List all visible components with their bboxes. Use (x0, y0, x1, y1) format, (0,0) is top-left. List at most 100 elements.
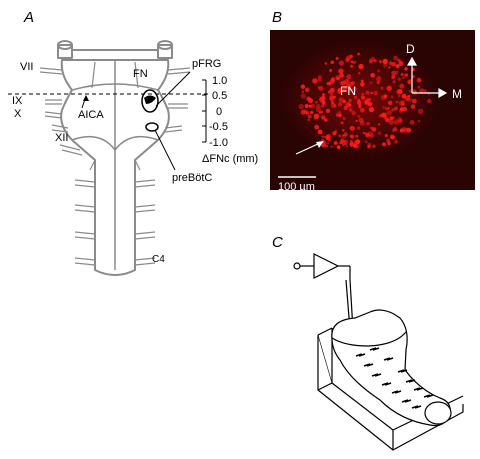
fluorescent-cell (335, 112, 340, 117)
fluorescent-cell (340, 121, 344, 125)
label-aica: AICA (78, 109, 104, 121)
fluorescent-cell (336, 114, 339, 117)
fluorescent-cell (404, 73, 409, 77)
fluorescent-cell (377, 69, 380, 73)
fluorescent-cell (338, 102, 342, 107)
fluorescent-cell (348, 103, 352, 107)
fluorescent-cell (343, 139, 349, 144)
fluorescent-cell (367, 145, 371, 149)
fluorescent-cell (376, 80, 381, 84)
micrograph-scalebar-label: 100 µm (278, 181, 315, 193)
fluorescent-cell (389, 134, 395, 140)
fluorescent-cell (357, 126, 361, 130)
fluorescent-cell (344, 78, 350, 85)
fluorescent-cell (391, 62, 397, 67)
fluorescent-cell (402, 76, 405, 79)
fluorescent-cell (310, 103, 315, 108)
fluorescent-cell (380, 86, 384, 90)
fluorescent-cell (348, 98, 352, 102)
fluorescent-cell (338, 60, 345, 66)
fluorescent-cell (349, 125, 355, 131)
fluorescent-cell (342, 87, 348, 92)
fluorescent-cell (322, 135, 325, 138)
fluorescent-cell (417, 119, 421, 123)
scale-tick-label: -1.0 (209, 137, 228, 149)
fluorescent-cell (355, 134, 359, 138)
fluorescent-cell (301, 90, 305, 94)
fluorescent-cell (348, 88, 352, 91)
fluorescent-cell (398, 119, 403, 123)
fluorescent-cell (367, 131, 374, 137)
fluorescent-cell (366, 121, 370, 126)
label-vii: VII (20, 61, 33, 73)
fluorescent-cell (390, 95, 394, 99)
nerve-root-mark (355, 353, 363, 357)
nerve-root-mark (391, 390, 399, 394)
fluorescent-cell (342, 134, 345, 137)
fluorescent-cell (342, 99, 346, 104)
fluorescent-cell (345, 58, 350, 63)
fluorescent-cell (350, 60, 354, 64)
panel-a-letter: A (23, 9, 34, 26)
fluorescent-cell (300, 109, 306, 115)
nerve-root-mark (386, 357, 394, 361)
fluorescent-cell (360, 81, 365, 87)
fluorescent-cell (399, 128, 404, 133)
fluorescent-cell (336, 145, 341, 150)
orientation-axes (406, 56, 448, 99)
fluorescent-cell (399, 107, 404, 111)
fluorescent-cell (373, 90, 379, 96)
fluorescent-cell (381, 112, 387, 118)
nerve-root-mark (371, 373, 379, 377)
fluorescent-cell (339, 142, 342, 145)
fluorescent-cell (310, 110, 314, 115)
fluorescent-cell (382, 105, 386, 109)
fluorescent-cell (400, 73, 404, 76)
fluorescent-cell (325, 108, 330, 113)
nerve-root-mark (411, 405, 419, 409)
fluorescent-cell (382, 58, 388, 65)
fluorescent-cell (322, 143, 327, 147)
fluorescent-cell (358, 72, 361, 75)
fluorescent-cell (358, 117, 364, 123)
fluorescent-cell (368, 98, 371, 101)
fluorescent-cell (355, 119, 358, 123)
fluorescent-cell (298, 103, 304, 110)
fluorescent-cell (391, 70, 397, 76)
fluorescent-cell (318, 86, 324, 91)
fluorescent-cell (337, 88, 343, 93)
fluorescent-cell (300, 93, 307, 99)
fluorescent-cell (394, 139, 398, 144)
fluorescent-cell (304, 103, 309, 109)
fluorescent-cell (370, 91, 373, 95)
fluorescent-cell (329, 95, 335, 101)
recording-amplifier (293, 253, 354, 331)
fluorescent-cell (350, 64, 353, 68)
fluorescent-cell (337, 111, 342, 115)
fluorescent-cell (419, 88, 425, 94)
fluorescent-cell (324, 118, 328, 122)
fluorescent-cell (367, 101, 373, 107)
scale-tick-label: 1.0 (212, 75, 227, 87)
fluorescent-cell (302, 109, 307, 114)
fluorescent-cell (391, 108, 394, 112)
label-x: X (14, 108, 22, 120)
nerve-root-mark (400, 369, 408, 373)
fluorescent-cell (387, 106, 390, 110)
fluorescent-cell (306, 96, 311, 101)
scale-tick-label: 0.5 (212, 90, 227, 102)
label-prebotc: preBötC (172, 172, 212, 184)
fluorescent-cell (312, 78, 318, 84)
fluorescent-cell (357, 99, 361, 102)
fluorescent-cell (344, 143, 347, 146)
fluorescent-cell (317, 75, 322, 80)
fluorescent-cell (360, 107, 365, 113)
label-fn: FN (133, 68, 148, 80)
fluorescent-cell (369, 126, 373, 130)
nerve-root-mark (374, 373, 382, 377)
fluorescent-cell (399, 83, 405, 89)
fluorescent-cell (329, 69, 333, 72)
fluorescent-cell (417, 108, 424, 115)
fluorescent-cell (391, 129, 395, 133)
fluorescent-cell (407, 79, 413, 85)
